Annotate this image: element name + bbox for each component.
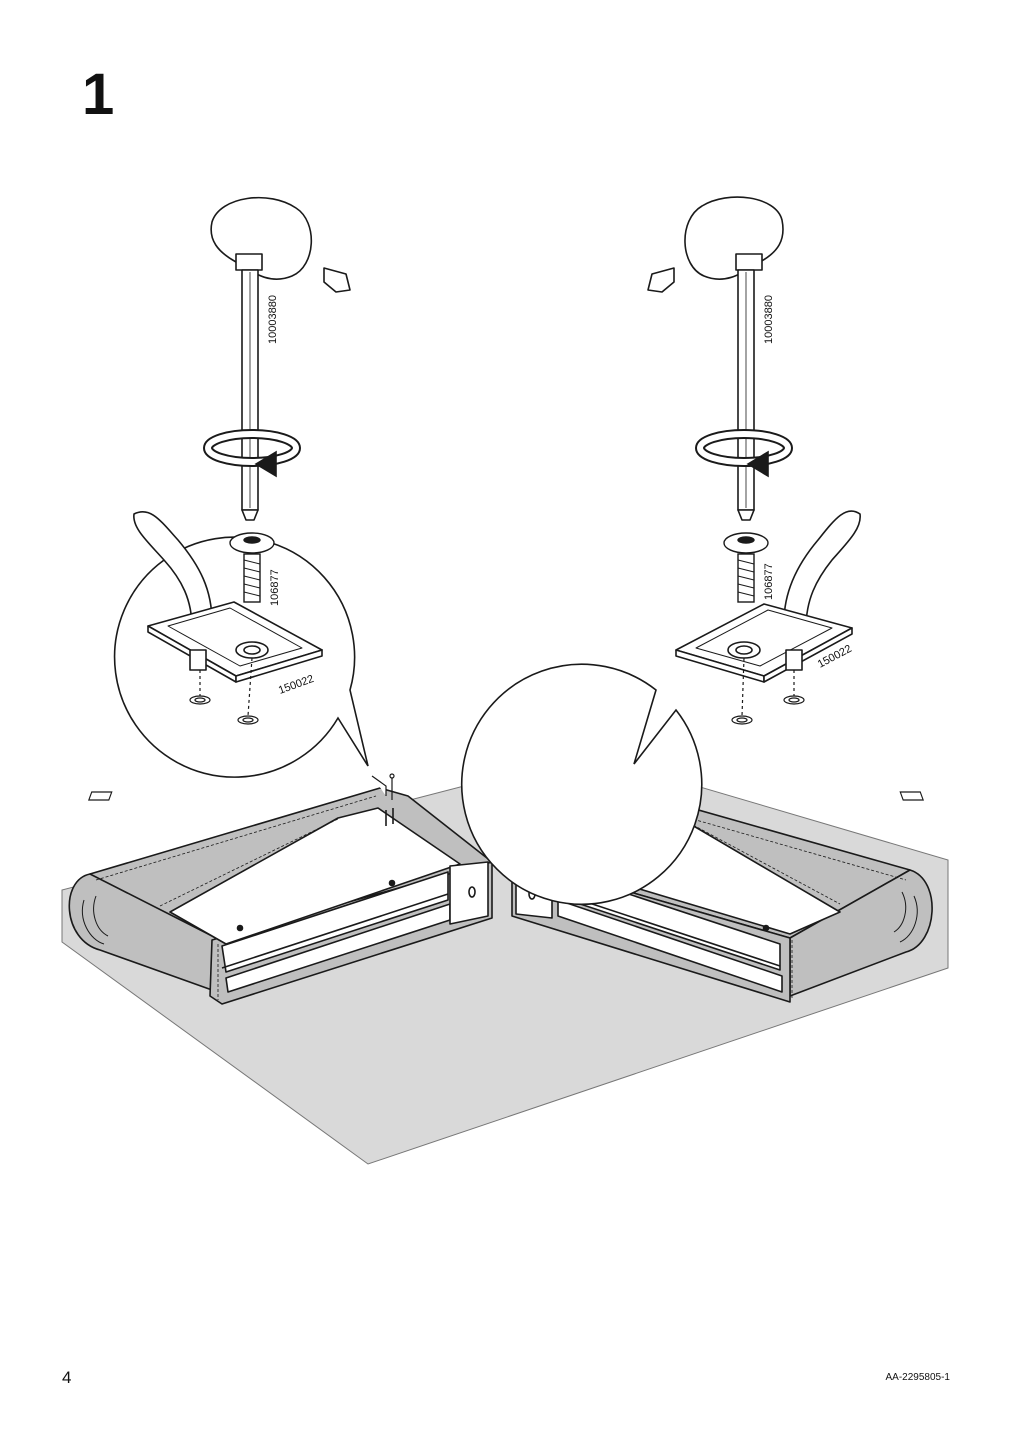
rotation-arrow-left-icon [203,429,301,478]
callout-right [460,663,703,906]
bracket-left-icon [133,511,323,683]
hex-key-right-icon [647,196,784,521]
screw-right-icon [723,532,769,603]
document-code: AA-2295805-1 [885,1372,951,1383]
hex-key-left-label: 10003880 [267,295,279,344]
bracket-right-icon [675,510,861,683]
hex-key-left-icon [210,196,351,521]
page-number: 4 [62,1368,72,1387]
sofa-module-left-icon [68,787,493,1005]
rotation-arrow-right-icon [695,429,793,478]
hex-key-right-label: 10003880 [763,295,775,344]
screw-left-label: 106877 [269,569,281,606]
step-number: 1 [82,62,115,127]
frame-holes-right-icon [731,657,805,725]
screw-left-icon [229,532,275,603]
screw-right-label: 106877 [763,563,775,600]
frame-holes-left-icon [189,657,259,725]
fitting-left-icon [88,773,395,801]
